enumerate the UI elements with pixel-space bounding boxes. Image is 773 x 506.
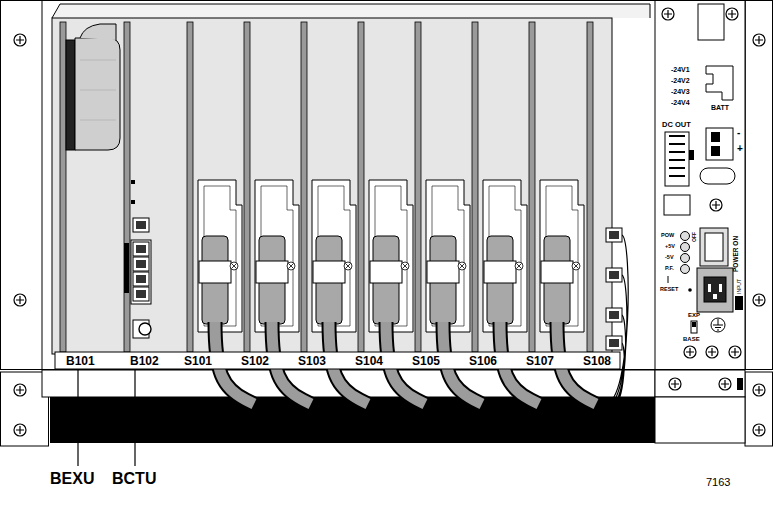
slot-label: S106 — [469, 355, 497, 367]
switch-label: BASE — [683, 336, 700, 342]
slot-label: S103 — [298, 355, 326, 367]
slot-label: B101 — [66, 355, 95, 367]
led-label: +5V — [665, 244, 675, 250]
terminal-label: -24V1 — [671, 66, 690, 73]
slot-label: S107 — [526, 355, 554, 367]
callout-label: BEXU — [50, 471, 94, 487]
terminal-label: -24V2 — [671, 77, 690, 84]
terminal-label: -24V4 — [671, 99, 690, 106]
button-label: RESET — [660, 287, 678, 293]
led-label: -5V — [665, 255, 674, 261]
figure-number: 7163 — [706, 477, 730, 488]
slot-label: S104 — [355, 355, 383, 367]
led-label: POW — [661, 233, 674, 239]
switch-label: OFF — [692, 232, 697, 242]
switch-label: POWER ON — [733, 236, 740, 272]
slot-label: S105 — [412, 355, 440, 367]
inlet-label: INPUT — [737, 279, 742, 294]
connector-label: DC OUT — [662, 121, 691, 129]
slot-label: S108 — [583, 355, 611, 367]
polarity-label: + — [737, 144, 743, 154]
led-label: P.F. — [665, 266, 674, 272]
polarity-label: - — [737, 128, 740, 138]
switch-label: EXP — [688, 312, 700, 318]
terminal-label: -24V3 — [671, 88, 690, 95]
slot-label: S101 — [184, 355, 212, 367]
slot-label: B102 — [130, 355, 159, 367]
connector-label: BATT — [711, 104, 729, 111]
callout-label: BCTU — [112, 471, 156, 487]
slot-label: S102 — [241, 355, 269, 367]
